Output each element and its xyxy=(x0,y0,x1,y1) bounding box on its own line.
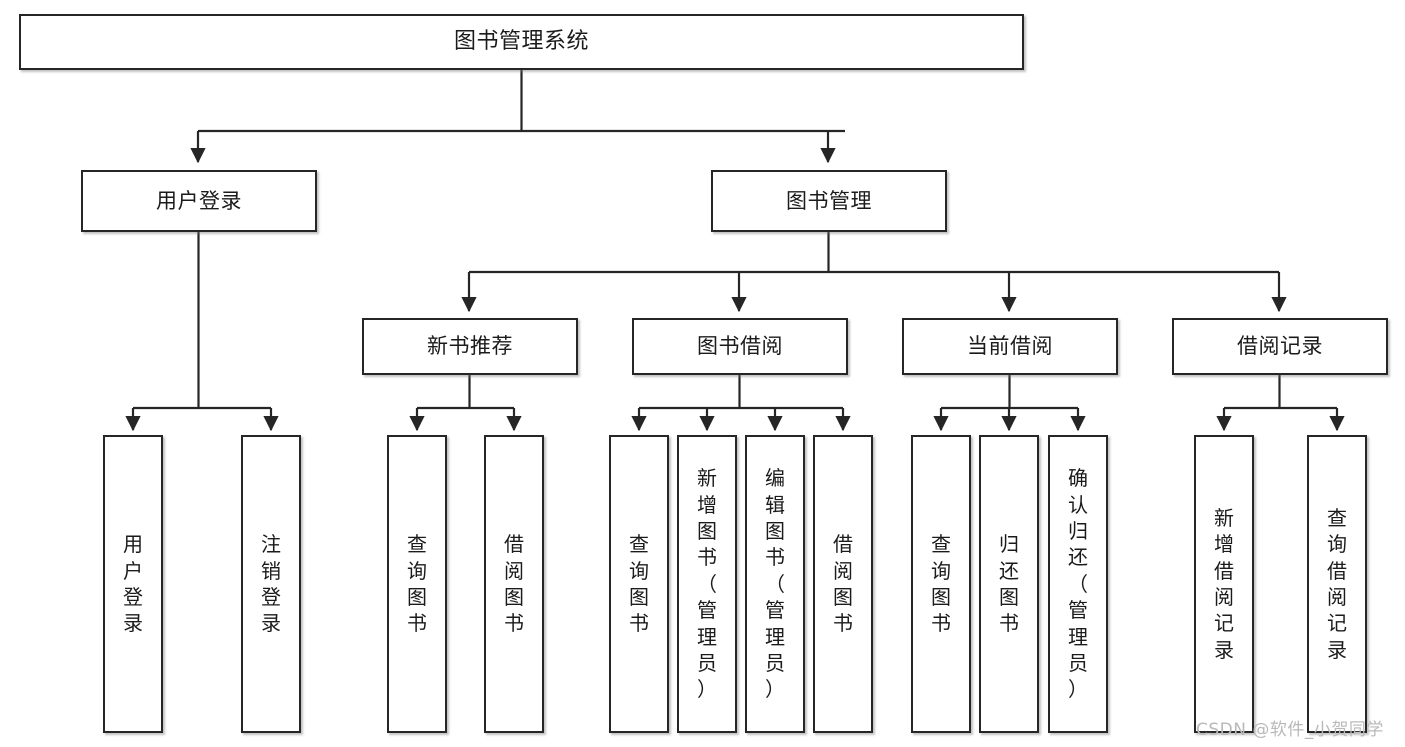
node-label: 查 询 图 书 xyxy=(629,532,649,636)
node-label: 当前借阅 xyxy=(967,334,1053,359)
node-borrow-record[interactable]: 借阅记录 xyxy=(1172,318,1388,375)
node-label: 借阅记录 xyxy=(1237,334,1323,359)
node-book-management[interactable]: 图书管理 xyxy=(711,170,947,232)
node-label: 借 阅 图 书 xyxy=(504,532,524,636)
node-label: 查 询 借 阅 记 录 xyxy=(1327,505,1347,662)
node-new-book-recommend[interactable]: 新书推荐 xyxy=(362,318,578,375)
leaf-logout-login[interactable]: 注 销 登 录 xyxy=(241,435,301,733)
node-label: 新 增 借 阅 记 录 xyxy=(1214,505,1234,662)
node-label: 新书推荐 xyxy=(427,334,513,359)
leaf-borrow-book[interactable]: 借 阅 图 书 xyxy=(813,435,873,733)
node-label: 查 询 图 书 xyxy=(931,532,951,636)
node-label: 用 户 登 录 xyxy=(123,532,143,636)
leaf-query-book-current[interactable]: 查 询 图 书 xyxy=(911,435,971,733)
node-label: 新 增 图 书 （ 管 理 员 ） xyxy=(697,466,717,702)
node-label: 图书管理系统 xyxy=(453,29,589,55)
node-label: 图书借阅 xyxy=(697,334,783,359)
leaf-edit-book-admin[interactable]: 编 辑 图 书 （ 管 理 员 ） xyxy=(745,435,805,733)
leaf-return-book[interactable]: 归 还 图 书 xyxy=(979,435,1039,733)
node-label: 编 辑 图 书 （ 管 理 员 ） xyxy=(765,466,785,702)
node-label: 图书管理 xyxy=(786,188,872,213)
node-label: 查 询 图 书 xyxy=(407,532,427,636)
node-user-login[interactable]: 用户登录 xyxy=(81,170,317,232)
node-label: 借 阅 图 书 xyxy=(833,532,853,636)
leaf-add-borrow-record[interactable]: 新 增 借 阅 记 录 xyxy=(1194,435,1254,733)
node-label: 归 还 图 书 xyxy=(999,532,1019,636)
leaf-confirm-return-admin[interactable]: 确 认 归 还 （ 管 理 员 ） xyxy=(1048,435,1108,733)
node-label: 注 销 登 录 xyxy=(261,532,281,636)
csdn-watermark: CSDN @软件_小贺同学 xyxy=(1196,720,1384,740)
leaf-borrow-book-recommend[interactable]: 借 阅 图 书 xyxy=(484,435,544,733)
node-label: 用户登录 xyxy=(156,188,242,213)
node-label: 确 认 归 还 （ 管 理 员 ） xyxy=(1068,466,1088,702)
leaf-add-book-admin[interactable]: 新 增 图 书 （ 管 理 员 ） xyxy=(677,435,737,733)
leaf-query-borrow-record[interactable]: 查 询 借 阅 记 录 xyxy=(1307,435,1367,733)
leaf-query-book-recommend[interactable]: 查 询 图 书 xyxy=(387,435,447,733)
node-current-borrow[interactable]: 当前借阅 xyxy=(902,318,1118,375)
leaf-query-book-borrow[interactable]: 查 询 图 书 xyxy=(609,435,669,733)
node-root-book-management-system[interactable]: 图书管理系统 xyxy=(19,14,1024,70)
node-book-borrow[interactable]: 图书借阅 xyxy=(632,318,848,375)
leaf-user-login[interactable]: 用 户 登 录 xyxy=(103,435,163,733)
